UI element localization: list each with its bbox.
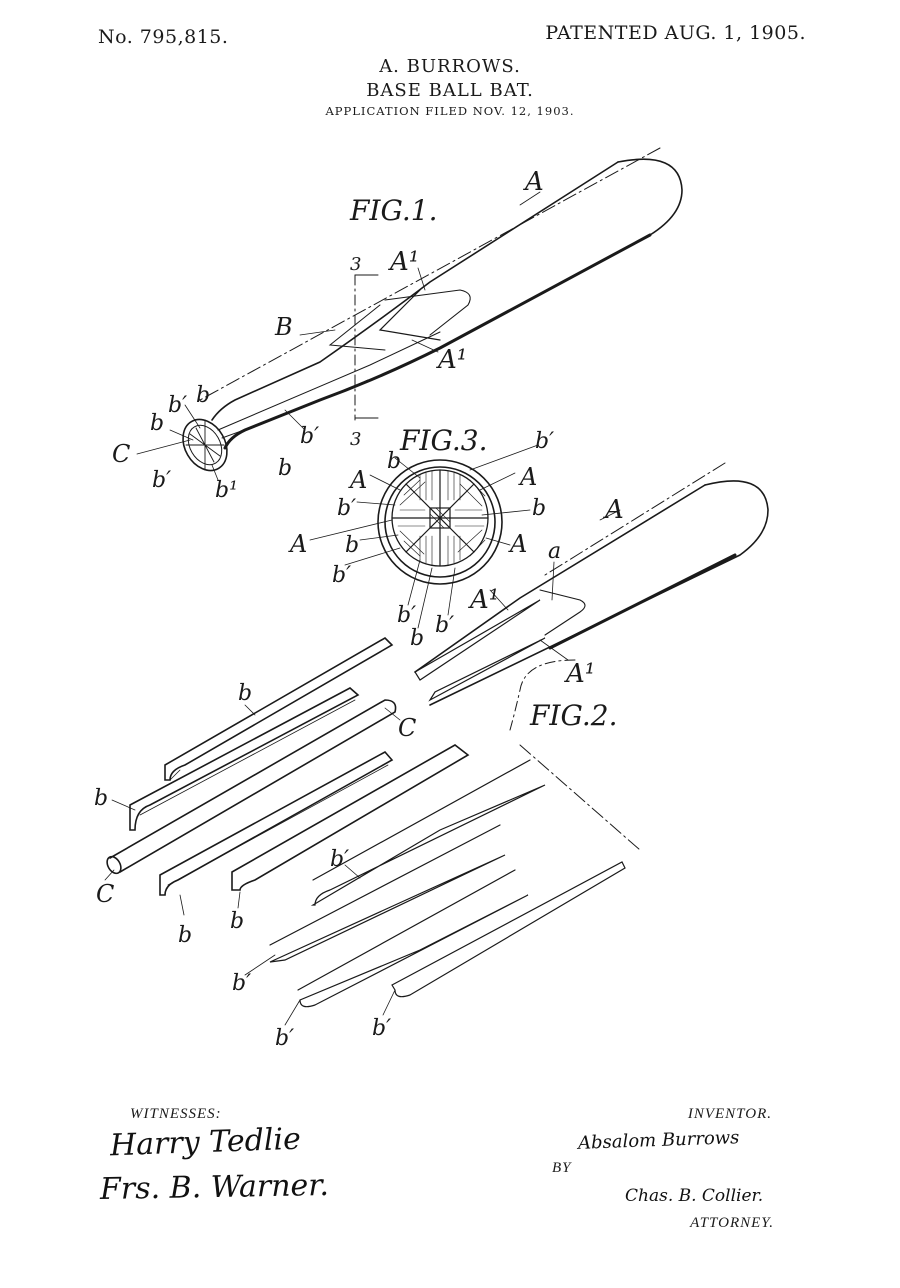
label-b: b — [345, 533, 359, 558]
label-b: b — [94, 786, 108, 811]
label-B: B — [274, 313, 293, 341]
label-b: b — [150, 411, 164, 436]
attorney-label: ATTORNEY. — [690, 1215, 774, 1231]
label-b-prime: b′ — [397, 603, 416, 628]
label-C: C — [112, 440, 130, 468]
fig2-label: FIG.2. — [529, 699, 617, 732]
fig3-cross-section — [309, 444, 539, 629]
label-a: a — [548, 539, 561, 564]
label-b-prime: b′ — [372, 1016, 391, 1041]
label-section-3-bottom: 3 — [350, 429, 361, 450]
label-A: A — [523, 167, 544, 197]
patent-number: No. 795,815. — [98, 26, 229, 48]
label-b1: b¹ — [215, 478, 238, 503]
label-A: A — [348, 466, 367, 494]
witnesses-label: WITNESSES: — [130, 1106, 222, 1122]
label-b: b — [532, 496, 546, 521]
label-b: b — [178, 923, 192, 948]
label-b-prime: b′ — [168, 393, 187, 418]
label-A1-lower: A¹ — [564, 659, 595, 689]
label-b: b — [387, 449, 401, 474]
label-C: C — [96, 880, 114, 908]
label-A: A — [288, 530, 307, 558]
label-b: b — [230, 909, 244, 934]
witness-signature-1: Harry Tedlie — [109, 1121, 302, 1164]
patented-date: PATENTED AUG. 1, 1905. — [545, 22, 806, 44]
fig1-bat-drawing — [136, 147, 683, 481]
label-A1: A¹ — [388, 247, 419, 277]
label-A: A — [518, 463, 537, 491]
label-A: A — [603, 495, 624, 525]
label-b-prime: b′ — [337, 496, 356, 521]
label-C: C — [398, 714, 416, 742]
label-b-prime: b′ — [232, 971, 251, 996]
label-b-prime: b′ — [332, 563, 351, 588]
label-b-prime: b′ — [330, 847, 349, 872]
label-b-prime: b′ — [300, 424, 319, 449]
label-A1-lower: A¹ — [436, 345, 467, 375]
label-b: b — [196, 383, 210, 408]
label-b-prime: b′ — [535, 429, 554, 454]
label-section-3-top: 3 — [350, 254, 361, 275]
label-b-prime: b′ — [435, 613, 454, 638]
label-b: b — [278, 456, 292, 481]
label-A: A — [508, 530, 527, 558]
inventor-name: A. BURROWS. — [379, 56, 521, 77]
patent-title: BASE BALL BAT. — [366, 80, 534, 101]
label-A1: A¹ — [468, 585, 499, 615]
by-label: BY — [552, 1160, 572, 1176]
application-filed: APPLICATION FILED NOV. 12, 1903. — [325, 104, 575, 118]
label-b: b — [238, 681, 252, 706]
label-b: b — [410, 626, 424, 651]
inventor-label: INVENTOR. — [687, 1106, 772, 1122]
fig2-exploded-view — [104, 462, 769, 1026]
label-b-prime: b′ — [152, 468, 171, 493]
label-b-prime: b′ — [275, 1026, 294, 1051]
attorney-signature: Chas. B. Collier. — [625, 1186, 764, 1206]
witness-signature-2: Frs. B. Warner. — [99, 1168, 330, 1207]
fig3-label: FIG.3. — [399, 424, 487, 457]
fig1-label: FIG.1. — [349, 194, 437, 227]
